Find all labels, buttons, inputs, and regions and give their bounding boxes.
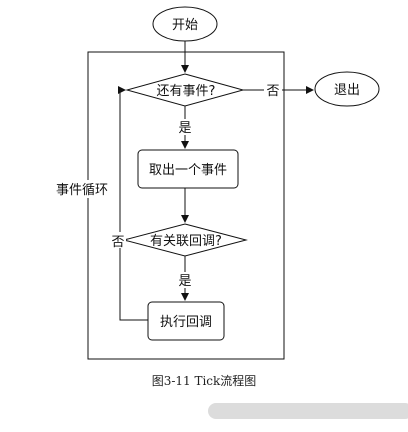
flowchart: 开始 还有事件? 否 退出 是 取出一个事件 有关联回调? 是 执行回调 否 事… — [55, 6, 380, 360]
take-event-node — [137, 149, 239, 189]
yes-label-execute: 是 — [178, 274, 191, 289]
event-loop-label: 事件循环 — [56, 183, 108, 198]
figure-caption: 图3-11 Tick流程图 — [151, 374, 257, 388]
yes-label-take: 是 — [178, 121, 191, 136]
start-label: 开始 — [172, 18, 198, 33]
execute-callback-node — [147, 301, 225, 341]
exit-node — [314, 71, 380, 107]
exit-label: 退出 — [334, 83, 360, 98]
horizontal-scrollbar[interactable] — [208, 403, 408, 419]
edge-loop-back — [118, 86, 148, 321]
take-event-label: 取出一个事件 — [149, 163, 227, 178]
no-label-exit: 否 — [266, 84, 279, 99]
execute-callback-label: 执行回调 — [160, 315, 212, 330]
no-label-loop: 否 — [111, 235, 124, 250]
decision-has-callback-label: 有关联回调? — [150, 234, 222, 249]
decision-has-event-label: 还有事件? — [157, 84, 216, 99]
event-loop-frame — [87, 51, 285, 360]
